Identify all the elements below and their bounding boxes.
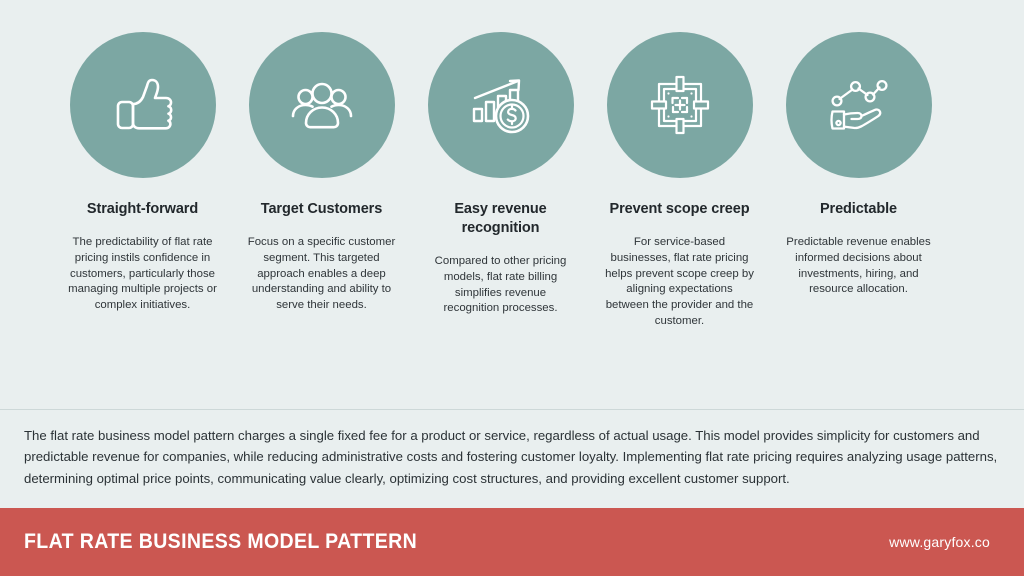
feature-cards-row: Straight-forward The predictability of f… — [53, 0, 948, 410]
card-body: Compared to other pricing models, flat r… — [434, 255, 567, 315]
feature-card-prevent-scope-creep: Prevent scope creep For service-based bu… — [590, 0, 769, 410]
footer-banner: FLAT RATE BUSINESS MODEL PATTERN www.gar… — [0, 508, 1024, 576]
card-title: Predictable — [819, 201, 898, 217]
footer-website-url[interactable]: www.garyfox.co — [889, 534, 990, 550]
card-body: The predictability of flat rate pricing … — [68, 236, 217, 312]
section-divider — [0, 409, 1024, 410]
feature-card-easy-revenue-recognition: Easy revenue recognition Compared to oth… — [411, 0, 590, 410]
bar-chart-with-dollar-coin-icon — [464, 68, 538, 142]
icon-circle-straight-forward — [69, 32, 216, 178]
icon-circle-prevent-scope-creep — [606, 32, 753, 178]
crosshair-target-frame-icon — [643, 68, 717, 142]
icon-circle-easy-revenue-recognition — [427, 32, 574, 178]
hand-holding-line-chart-icon — [822, 68, 896, 142]
card-body: For service-based businesses, flat rate … — [605, 236, 754, 327]
group-of-people-icon — [285, 68, 359, 142]
icon-circle-predictable — [785, 32, 932, 178]
feature-card-target-customers: Target Customers Focus on a specific cus… — [232, 0, 411, 410]
card-title: Straight-forward — [86, 201, 199, 217]
card-title: Easy revenue recognition — [454, 201, 547, 237]
footer-title: FLAT RATE BUSINESS MODEL PATTERN — [24, 530, 418, 553]
feature-card-straight-forward: Straight-forward The predictability of f… — [53, 0, 232, 410]
card-title: Prevent scope creep — [609, 201, 750, 217]
card-title: Target Customers — [260, 201, 383, 217]
card-body: Focus on a specific customer segment. Th… — [247, 236, 396, 312]
thumbs-up-icon — [106, 68, 180, 142]
card-body: Predictable revenue enables informed dec… — [786, 236, 931, 296]
feature-card-predictable: Predictable Predictable revenue enables … — [769, 0, 948, 410]
icon-circle-target-customers — [248, 32, 395, 178]
summary-paragraph: The flat rate business model pattern cha… — [24, 428, 998, 486]
